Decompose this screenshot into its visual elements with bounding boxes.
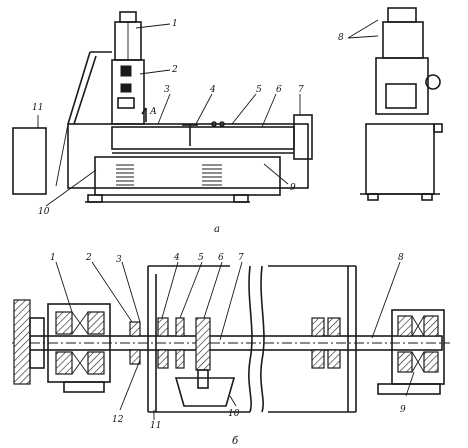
label-b-4: 4 — [173, 253, 180, 263]
lower-housing — [94, 156, 281, 196]
view-marker: А — [149, 107, 157, 117]
label-b-5: 5 — [198, 253, 204, 263]
label-b-8: 8 — [398, 253, 404, 263]
vent-grille-left — [116, 164, 134, 186]
feed-mechanism — [111, 59, 145, 125]
label-b-11: 11 — [150, 421, 161, 431]
caption-a: а — [214, 224, 220, 235]
label-1: 1 — [172, 19, 178, 29]
machine-base — [67, 123, 309, 189]
label-b-3: 3 — [116, 255, 122, 265]
foot-right — [233, 194, 249, 203]
label-7: 7 — [298, 85, 304, 95]
label-9: 9 — [290, 183, 296, 193]
discharge-head — [293, 114, 313, 160]
label-8: 8 — [338, 33, 344, 43]
hopper-top — [119, 11, 137, 23]
label-11: 11 — [32, 103, 43, 113]
label-b-2: 2 — [85, 253, 92, 263]
blade — [174, 377, 236, 407]
label-5: 5 — [256, 85, 262, 95]
label-4: 4 — [209, 85, 216, 95]
figure-b-section: 1 2 3 4 5 6 7 8 9 10 11 12 — [12, 253, 450, 431]
label-b-10: 10 — [228, 409, 240, 419]
label-2: 2 — [171, 65, 178, 75]
figure-a-side-view: А 1 2 3 4 5 6 7 9 10 11 — [12, 11, 313, 217]
figure-a-end-view: 8 — [338, 7, 443, 201]
label-10: 10 — [38, 207, 50, 217]
vent-grille-right — [202, 164, 222, 186]
label-3: 3 — [164, 85, 170, 95]
label-b-7: 7 — [238, 253, 244, 263]
foot-left — [87, 194, 103, 203]
label-b-6: 6 — [218, 253, 224, 263]
left-flange — [13, 299, 31, 385]
end-hopper — [382, 21, 424, 59]
control-cabinet — [12, 127, 47, 195]
caption-b: б — [232, 436, 239, 447]
label-6: 6 — [276, 85, 282, 95]
trough — [111, 126, 295, 150]
label-b-12: 12 — [112, 415, 124, 425]
end-cabinet — [365, 123, 435, 195]
label-b-1: 1 — [50, 253, 56, 263]
end-mechanism — [375, 57, 429, 115]
crank — [195, 317, 211, 371]
label-b-9: 9 — [400, 405, 406, 415]
